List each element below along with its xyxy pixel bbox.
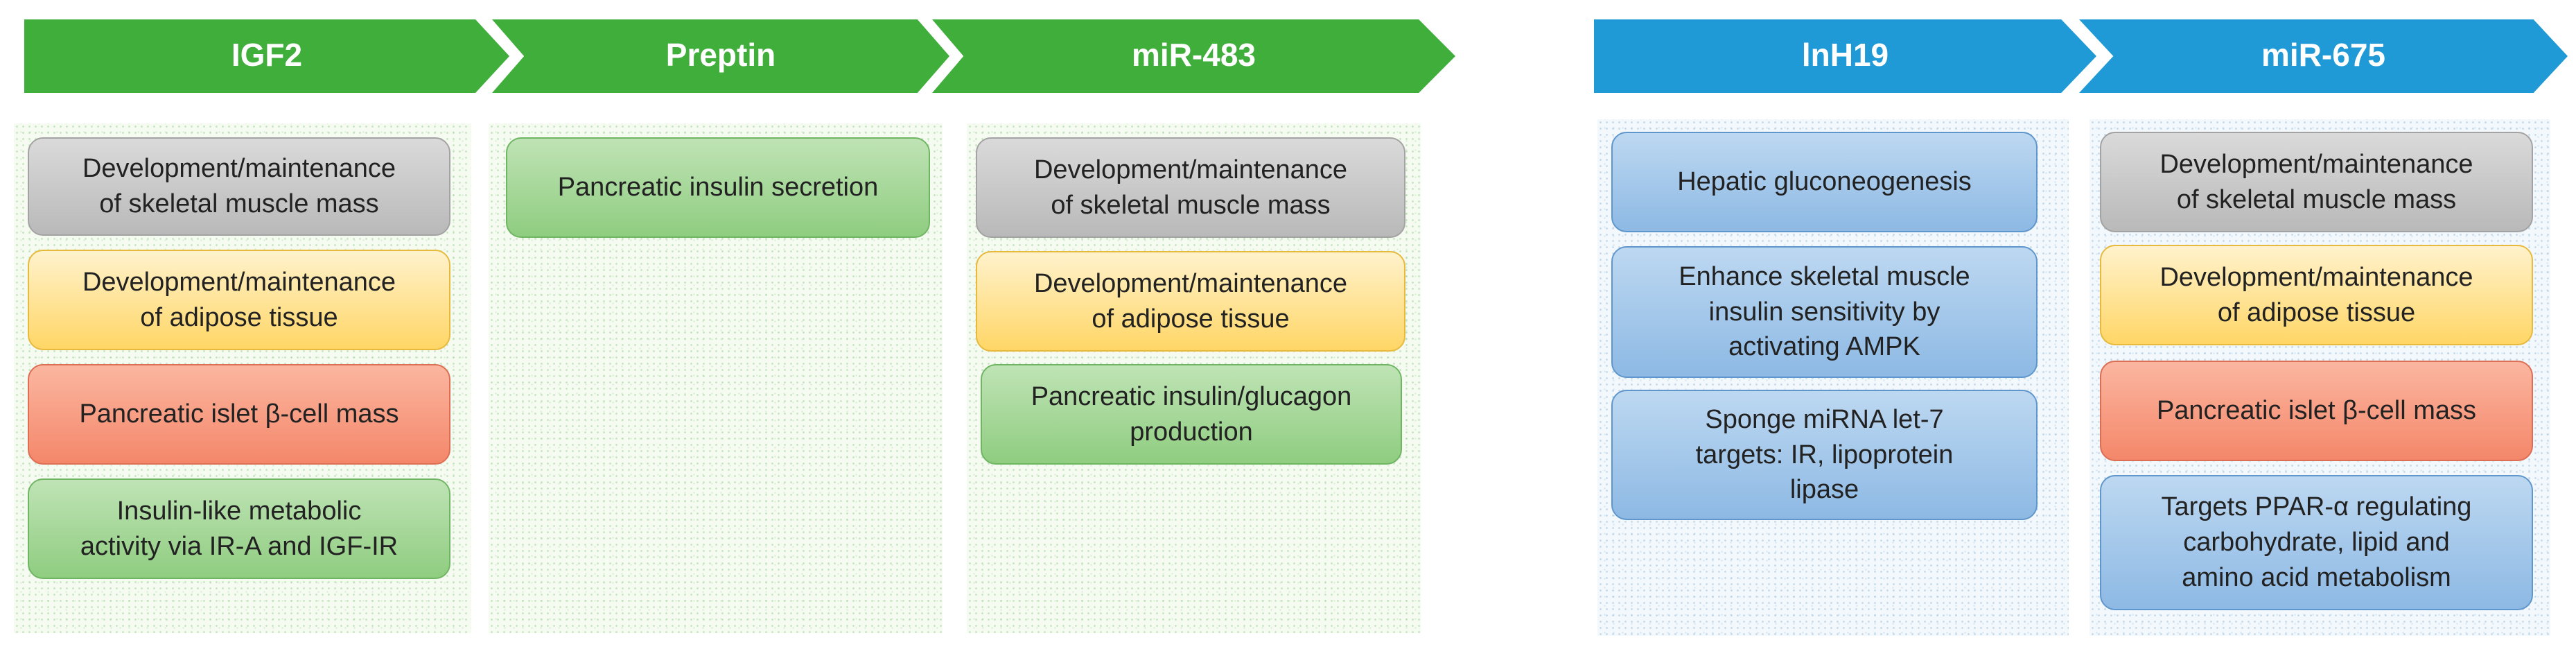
igf2-beta-cell-box: Pancreatic islet β-cell mass [28, 364, 450, 465]
igf2-insulin-like-box: Insulin-like metabolic activity via IR-A… [28, 478, 450, 579]
mir675-header-label: miR-675 [2261, 37, 2385, 73]
mir483-header-label: miR-483 [1132, 37, 1256, 73]
preptin-header-label: Preptin [665, 37, 776, 73]
mir483-header: miR-483 [932, 19, 1455, 93]
mir675-beta-cell-box: Pancreatic islet β-cell mass [2100, 361, 2533, 461]
preptin-header: Preptin [492, 19, 949, 93]
mir675-ppar-alpha-box: Targets PPAR-α regulating carbohydrate, … [2100, 475, 2533, 610]
lnh19-header: lnH19 [1594, 19, 2096, 93]
mir483-skeletal-muscle-box: Development/maintenance of skeletal musc… [976, 137, 1405, 238]
igf2-header: IGF2 [24, 19, 509, 93]
lnh19-gluconeogenesis-box: Hepatic gluconeogenesis [1611, 132, 2038, 232]
mir483-insulin-glucagon-box: Pancreatic insulin/glucagon production [981, 364, 1402, 465]
lnh19-header-label: lnH19 [1801, 37, 1889, 73]
mir675-adipose-box: Development/maintenance of adipose tissu… [2100, 245, 2533, 345]
lnh19-insulin-sensitivity-box: Enhance skeletal muscle insulin sensitiv… [1611, 246, 2038, 378]
mir675-skeletal-muscle-box: Development/maintenance of skeletal musc… [2100, 132, 2533, 232]
igf2-header-label: IGF2 [231, 37, 303, 73]
mir483-adipose-box: Development/maintenance of adipose tissu… [976, 251, 1405, 352]
mir675-header: miR-675 [2079, 19, 2568, 93]
preptin-insulin-secretion-box: Pancreatic insulin secretion [506, 137, 930, 238]
lnh19-sponge-mirna-box: Sponge miRNA let-7 targets: IR, lipoprot… [1611, 390, 2038, 520]
igf2-adipose-box: Development/maintenance of adipose tissu… [28, 250, 450, 350]
igf2-skeletal-muscle-box: Development/maintenance of skeletal musc… [28, 137, 450, 236]
